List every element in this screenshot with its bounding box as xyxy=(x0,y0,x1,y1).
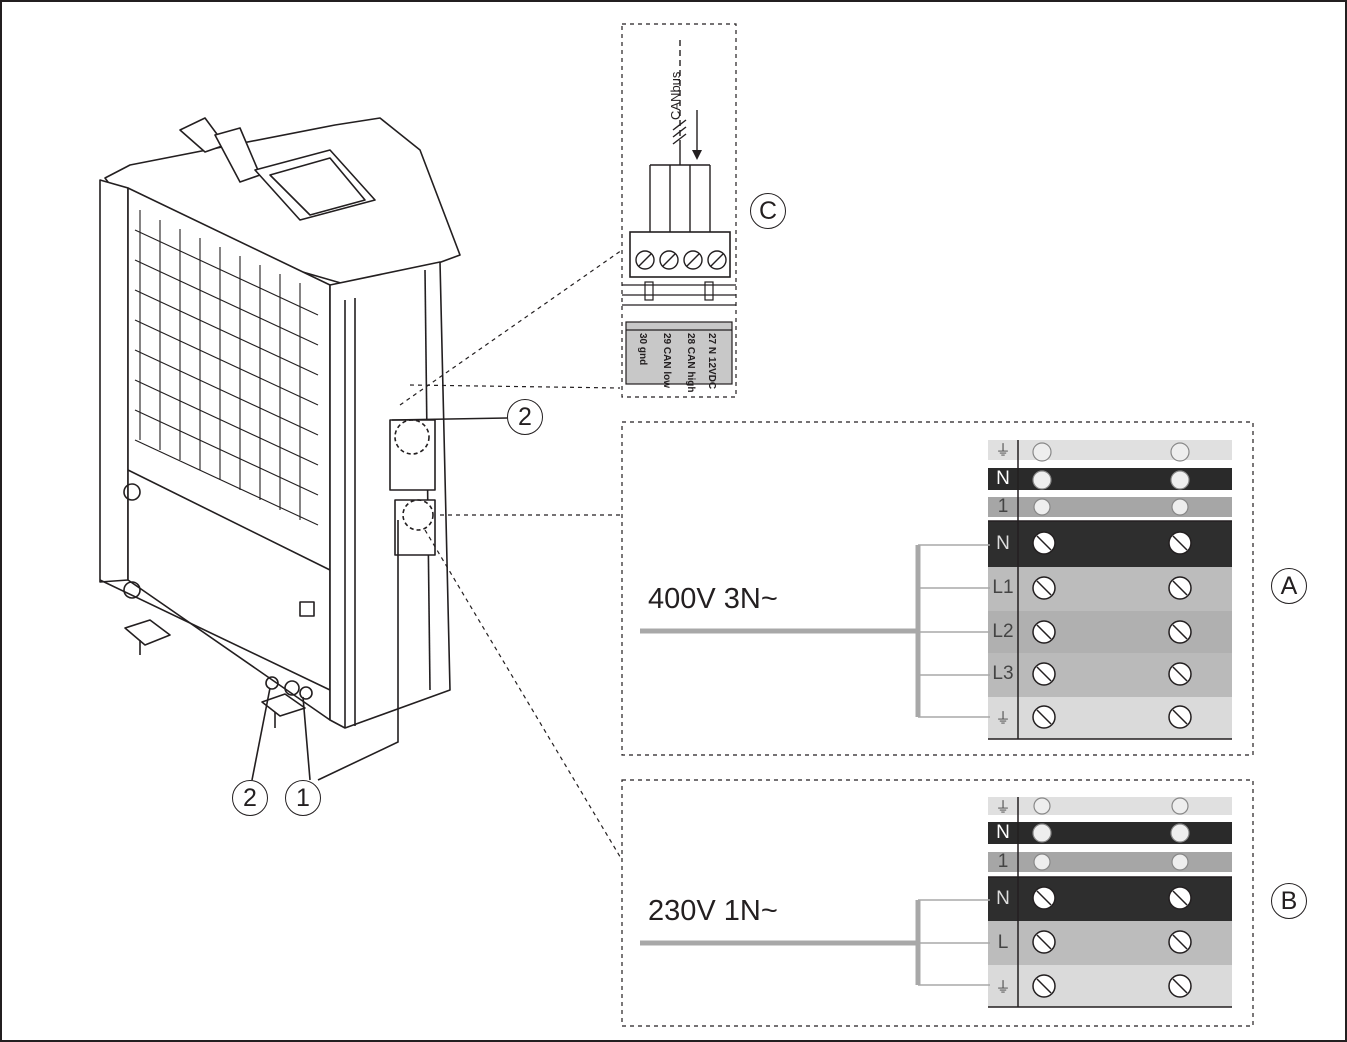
supply-label-230v: 230V 1N~ xyxy=(648,895,778,927)
terminal-a-n-top: N xyxy=(996,468,1010,489)
section-c-box xyxy=(621,23,737,398)
terminal-block-b xyxy=(988,797,1232,1008)
terminal-b-l: L xyxy=(997,932,1009,953)
canbus-label: CANbus xyxy=(668,71,683,120)
terminal-a-l2: L2 xyxy=(992,621,1014,642)
pin-label-27: 27 N 12VDC xyxy=(706,333,717,390)
callout-c: C xyxy=(750,193,786,229)
zoom-leaders xyxy=(399,249,623,861)
callout-leaders xyxy=(251,417,508,781)
terminal-b-pe: ⏚ xyxy=(995,979,1011,996)
terminal-b-pe-top: ⏚ xyxy=(995,799,1011,816)
terminal-a-1: 1 xyxy=(997,496,1009,517)
terminal-a-n: N xyxy=(996,533,1010,554)
terminal-a-pe-top: ⏚ xyxy=(995,442,1011,459)
terminal-a-l1: L1 xyxy=(992,577,1014,598)
section-b-box xyxy=(621,779,1254,1027)
terminal-b-1: 1 xyxy=(997,851,1009,872)
pin-label-28: 28 CAN high xyxy=(685,333,696,393)
pin-label-30: 30 gnd xyxy=(637,333,648,366)
terminal-a-pe: ⏚ xyxy=(995,710,1011,727)
heat-pump-unit xyxy=(99,117,461,729)
supply-label-400v: 400V 3N~ xyxy=(648,583,778,615)
terminal-b-n-top: N xyxy=(996,822,1010,843)
fan-grille xyxy=(134,210,319,526)
section-a-box xyxy=(621,421,1254,756)
terminal-b-n: N xyxy=(996,888,1010,909)
terminal-a-l3: L3 xyxy=(992,663,1014,684)
callout-2-bottom: 2 xyxy=(232,780,268,816)
cable-a xyxy=(640,545,921,717)
pin-label-29: 29 CAN low xyxy=(661,333,672,389)
callout-2-top: 2 xyxy=(507,399,543,435)
callout-a: A xyxy=(1271,568,1307,604)
terminal-block-a xyxy=(988,440,1232,740)
callout-1-bottom: 1 xyxy=(285,780,321,816)
callout-b: B xyxy=(1271,883,1307,919)
